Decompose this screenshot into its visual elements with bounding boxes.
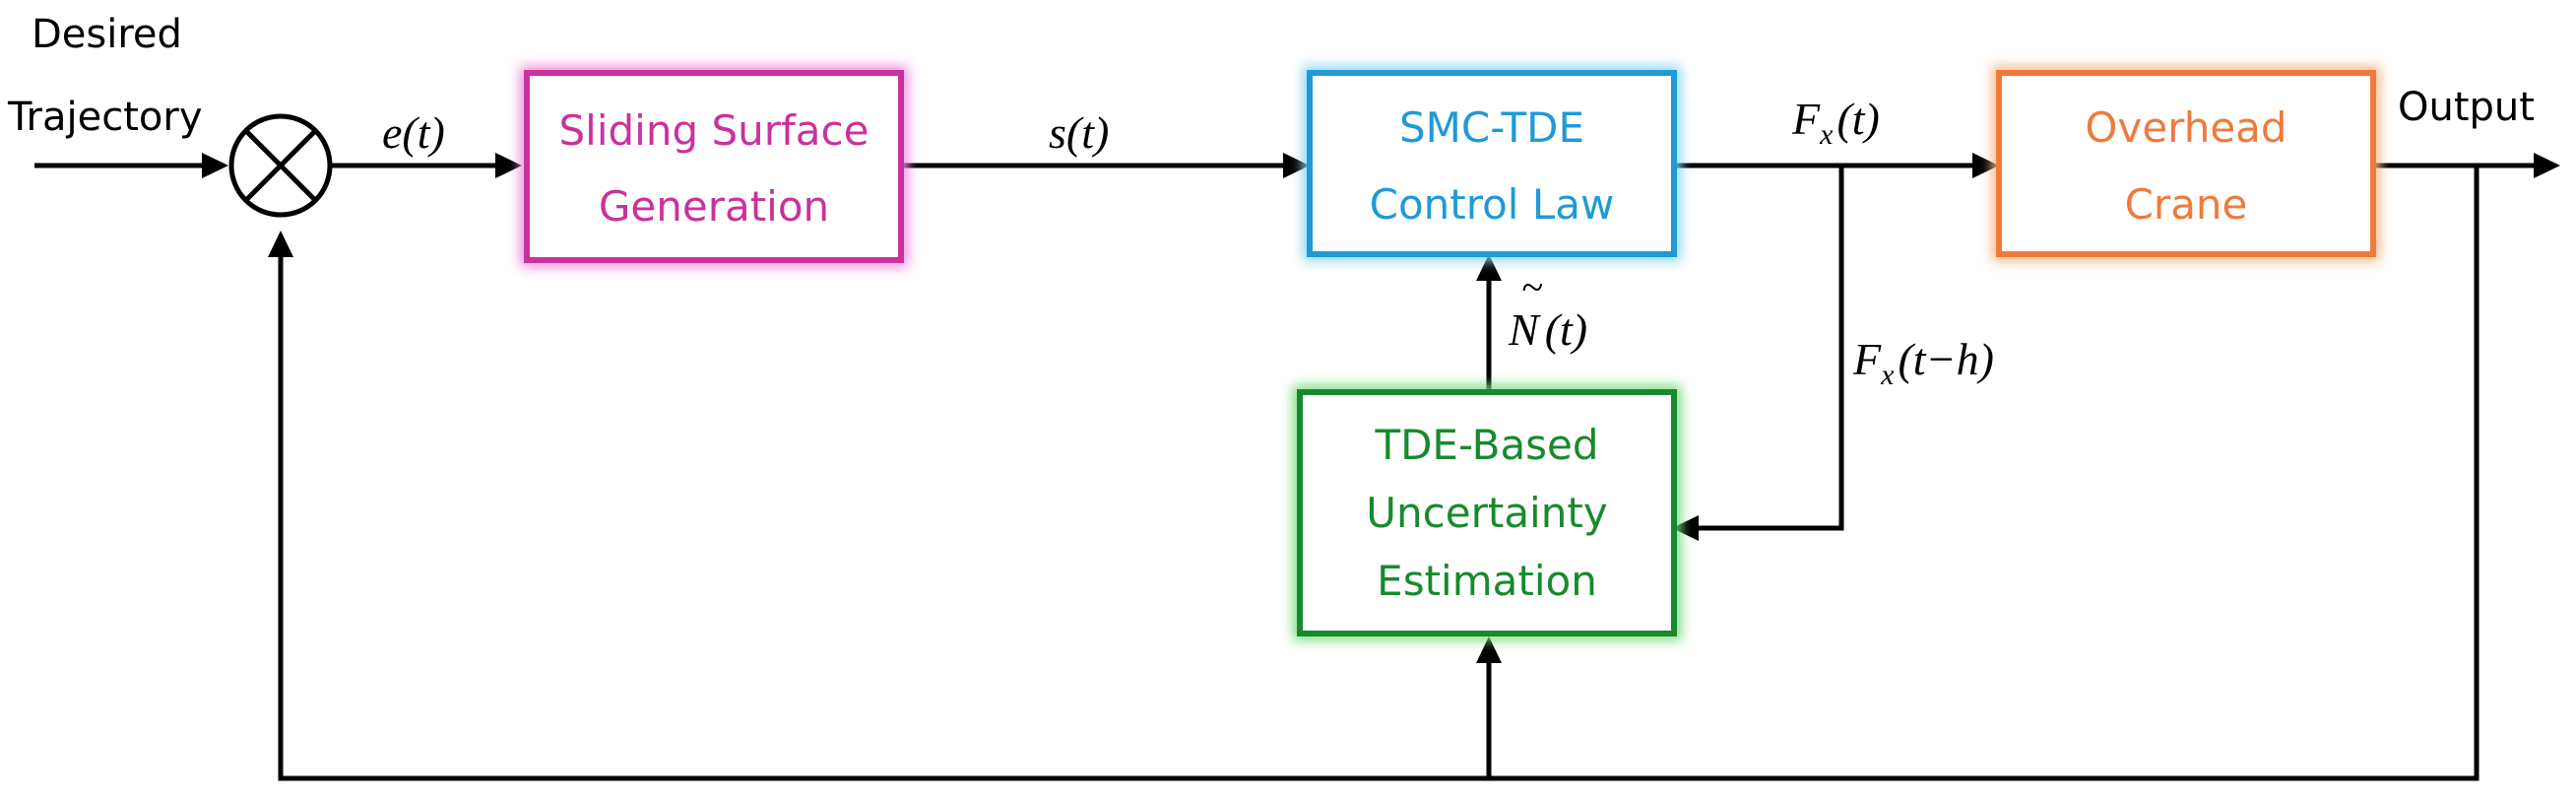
signal-force-label: Fx(t) <box>1791 94 1880 151</box>
arrowhead-surface <box>1283 153 1310 178</box>
arrowhead-input <box>202 153 228 178</box>
arrowhead-error <box>495 153 522 178</box>
signal-delayed-force-label: Fx(t−h) <box>1852 334 1994 391</box>
block-smc-tde-line2: Control Law <box>1370 180 1615 229</box>
signal-error-label: e(t) <box>382 107 445 158</box>
signal-estimate-label: N(t) <box>1508 304 1587 355</box>
signal-delayed-force-subscript: x <box>1880 359 1895 391</box>
input-label: Desired Trajectory <box>7 12 203 140</box>
input-label-line1: Desired <box>32 12 182 57</box>
wire-delayed-force <box>1694 166 1844 531</box>
signal-force-arg: (t) <box>1836 94 1879 144</box>
wire-feedback <box>278 166 2479 781</box>
block-sliding-surface-line1: Sliding Surface <box>559 106 869 155</box>
block-overhead-crane-line1: Overhead <box>2085 103 2286 152</box>
block-smc-tde: SMC-TDE Control Law <box>1303 66 1681 261</box>
signal-error-symbol: e <box>382 107 402 158</box>
signal-estimate-arg: (t) <box>1545 304 1587 355</box>
output-label: Output <box>2398 85 2535 130</box>
block-sliding-surface-line2: Generation <box>599 182 829 231</box>
arrowhead-force <box>1972 153 1999 178</box>
block-overhead-crane-line2: Crane <box>2125 180 2248 229</box>
input-label-line2: Trajectory <box>7 95 203 140</box>
signal-estimate-tilde: ~ <box>1521 265 1543 309</box>
signal-force-subscript: x <box>1819 118 1834 151</box>
arrowhead-delayed-force <box>1672 515 1699 541</box>
arrowhead-estimate <box>1476 254 1502 281</box>
arrowhead-feedback <box>268 231 293 257</box>
block-overhead-crane: Overhead Crane <box>1992 66 2380 261</box>
signal-wires <box>34 153 2560 781</box>
signal-error-arg: (t) <box>402 107 444 158</box>
block-tde-estimation-line3: Estimation <box>1377 557 1597 605</box>
signal-estimate-symbol: N <box>1508 304 1541 355</box>
signal-delayed-force-symbol: F <box>1852 334 1882 384</box>
arrowhead-output <box>2534 153 2560 178</box>
arrowhead-feedback-tde <box>1476 636 1502 663</box>
signal-surface-arg: (t) <box>1066 107 1109 158</box>
block-sliding-surface: Sliding Surface Generation <box>520 66 908 267</box>
signal-delayed-force-arg: (t−h) <box>1898 334 1993 384</box>
block-smc-tde-line1: SMC-TDE <box>1399 103 1584 152</box>
signal-force-symbol: F <box>1791 94 1821 144</box>
block-tde-estimation-line2: Uncertainty <box>1366 489 1607 537</box>
block-tde-estimation: TDE-Based Uncertainty Estimation <box>1293 385 1681 640</box>
block-tde-estimation-line1: TDE-Based <box>1374 421 1598 469</box>
signal-surface-label: s(t) <box>1049 107 1109 158</box>
signal-surface-symbol: s <box>1049 107 1066 158</box>
summing-junction <box>228 113 333 218</box>
